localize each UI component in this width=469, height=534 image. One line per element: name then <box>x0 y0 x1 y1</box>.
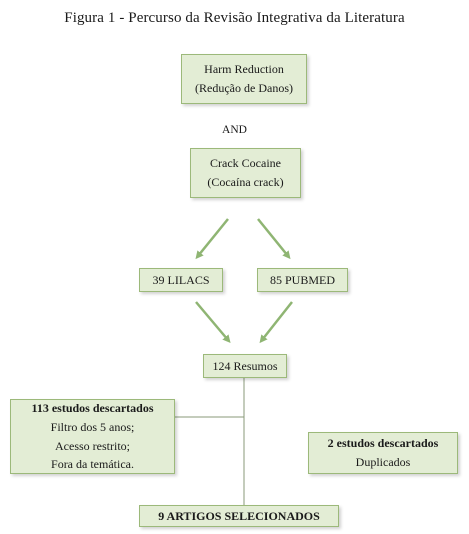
and-operator: AND <box>222 124 247 136</box>
lilacs-box: 39 LILACS <box>139 268 223 292</box>
selected-articles-box: 9 ARTIGOS SELECIONADOS <box>139 505 339 527</box>
discarded-2-reason: Duplicados <box>355 455 411 469</box>
discarded-113-heading: 113 estudos descartados <box>31 401 154 416</box>
discarded-113-reason-2: Acesso restrito; <box>55 438 130 453</box>
resumos-count: 124 Resumos <box>212 358 278 373</box>
arrow-lilacs-to-resumos <box>195 301 231 344</box>
discarded-2-heading: 2 estudos descartados <box>327 436 439 451</box>
pubmed-box: 85 PUBMED <box>257 268 348 292</box>
harm-reduction-box: Harm Reduction (Redução de Danos) <box>181 54 307 104</box>
figure-title: Figura 1 - Percurso da Revisão Integrati… <box>64 10 405 26</box>
arrow-crack-to-pubmed <box>257 218 291 260</box>
crack-cocaine-box: Crack Cocaine (Cocaína crack) <box>190 148 301 198</box>
resumos-box: 124 Resumos <box>203 354 287 378</box>
harm-reduction-term: Harm Reduction <box>204 62 284 77</box>
harm-reduction-translation: (Redução de Danos) <box>195 81 293 95</box>
crack-cocaine-translation: (Cocaína crack) <box>207 175 284 189</box>
lilacs-count: 39 LILACS <box>152 272 210 287</box>
selected-articles-count: 9 ARTIGOS SELECIONADOS <box>158 508 320 523</box>
discarded-2-box: 2 estudos descartados Duplicados <box>308 432 458 474</box>
discarded-113-reason-1: Filtro dos 5 anos; <box>50 419 135 434</box>
crack-cocaine-term: Crack Cocaine <box>210 156 281 171</box>
discarded-113-reason-3: Fora da temática. <box>51 457 134 472</box>
arrow-crack-to-lilacs <box>195 218 229 260</box>
arrow-pubmed-to-resumos <box>259 301 293 344</box>
discarded-113-box: 113 estudos descartados Filtro dos 5 ano… <box>10 399 175 474</box>
pubmed-count: 85 PUBMED <box>269 272 335 287</box>
